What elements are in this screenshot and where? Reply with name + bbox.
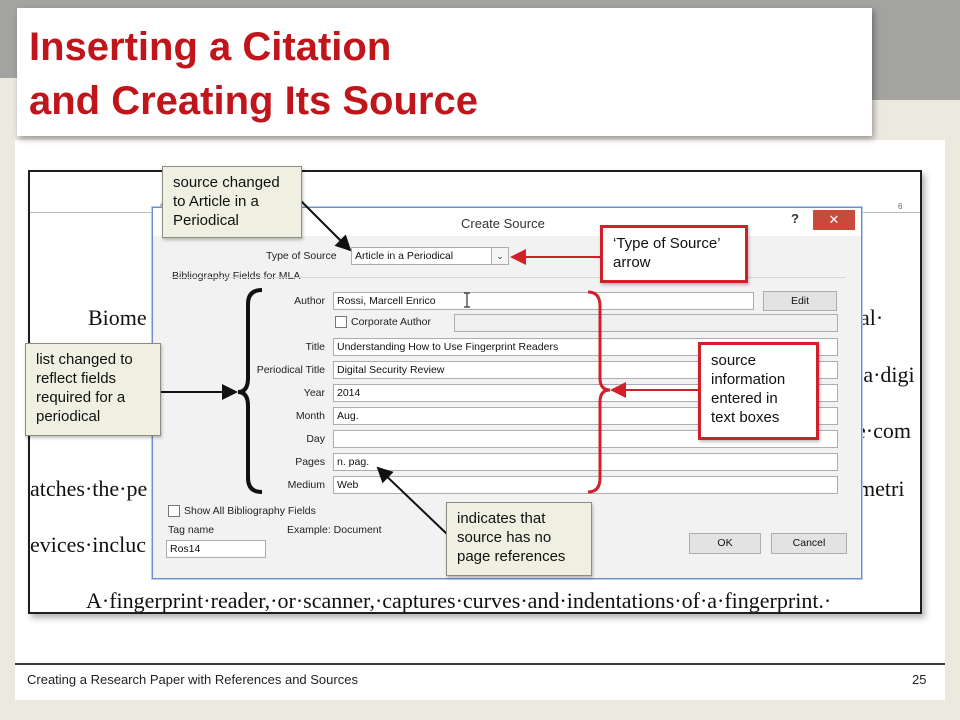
- group-label: Bibliography Fields for MLA: [172, 270, 301, 282]
- slide-title-line1: Inserting a Citation: [29, 25, 392, 69]
- day-label: Day: [306, 433, 325, 445]
- edit-button[interactable]: Edit: [763, 291, 837, 311]
- doc-line-4-left: atches·the·pe: [30, 476, 148, 501]
- close-button[interactable]: ✕: [813, 210, 855, 230]
- medium-field[interactable]: Web: [333, 476, 838, 494]
- right-brace: [587, 290, 611, 494]
- author-label: Author: [294, 295, 325, 307]
- type-of-source-value: Article in a Periodical: [355, 250, 454, 262]
- periodical-title-label: Periodical Title: [256, 364, 325, 376]
- doc-line-3-right: e·com: [856, 418, 911, 443]
- month-label: Month: [295, 410, 325, 422]
- left-brace: [237, 288, 263, 494]
- doc-line-1-right: al·: [860, 305, 884, 330]
- chevron-down-icon[interactable]: ⌄: [491, 248, 508, 264]
- callout-no-page-references: indicates that source has no page refere…: [446, 502, 592, 576]
- arrow-source-changed: [299, 199, 352, 252]
- tag-name-label: Tag name: [168, 524, 215, 536]
- example-label: Example: Document: [287, 524, 382, 536]
- show-all-label: Show All Bibliography Fields: [184, 505, 316, 517]
- callout-list-changed: list changed to reflect fields required …: [25, 343, 161, 436]
- type-of-source-combo[interactable]: Article in a Periodical ⌄: [351, 247, 509, 265]
- doc-line-5-left: evices·incluc: [30, 532, 147, 557]
- pages-field[interactable]: n. pag.: [333, 453, 838, 471]
- show-all-checkbox[interactable]: [168, 505, 180, 517]
- title-box: Inserting a Citation and Creating Its So…: [17, 8, 872, 136]
- tag-name-field[interactable]: Ros14: [166, 540, 266, 558]
- callout-source-changed: source changed to Article in a Periodica…: [162, 166, 302, 238]
- type-of-source-label: Type of Source: [266, 250, 337, 262]
- callout-type-of-source-arrow: ‘Type of Source’ arrow: [600, 225, 748, 283]
- author-field[interactable]: Rossi, Marcell Enrico: [333, 292, 754, 310]
- corporate-author-label: Corporate Author: [351, 316, 431, 328]
- dialog-title: Create Source: [461, 216, 545, 231]
- callout-source-information: source information entered in text boxes: [698, 342, 819, 440]
- top-band-right: [872, 0, 960, 100]
- corporate-author-field[interactable]: [454, 314, 838, 332]
- doc-line-1-left: Biome: [88, 305, 147, 330]
- page-number: 25: [912, 672, 927, 687]
- footer-text: Creating a Research Paper with Reference…: [27, 672, 358, 687]
- text-cursor-icon: [464, 292, 470, 308]
- ruler-tick-right: 6: [898, 202, 903, 211]
- slide-title-line2: and Creating Its Source: [29, 79, 478, 123]
- corporate-author-checkbox[interactable]: [335, 316, 347, 328]
- doc-line-2-right: ·a·digi: [856, 362, 915, 387]
- title-label: Title: [305, 341, 325, 353]
- cancel-button[interactable]: Cancel: [771, 533, 847, 554]
- pages-label: Pages: [295, 456, 325, 468]
- doc-line-4-right: metri: [858, 476, 905, 501]
- footer-rule: [15, 663, 945, 665]
- ok-button[interactable]: OK: [689, 533, 761, 554]
- year-label: Year: [303, 387, 325, 399]
- help-button[interactable]: ?: [791, 211, 799, 226]
- group-divider: [170, 277, 846, 278]
- doc-line-6: A·fingerprint·reader,·or·scanner,·captur…: [86, 588, 832, 613]
- arrow-no-page-references: [376, 466, 449, 536]
- medium-label: Medium: [287, 479, 325, 491]
